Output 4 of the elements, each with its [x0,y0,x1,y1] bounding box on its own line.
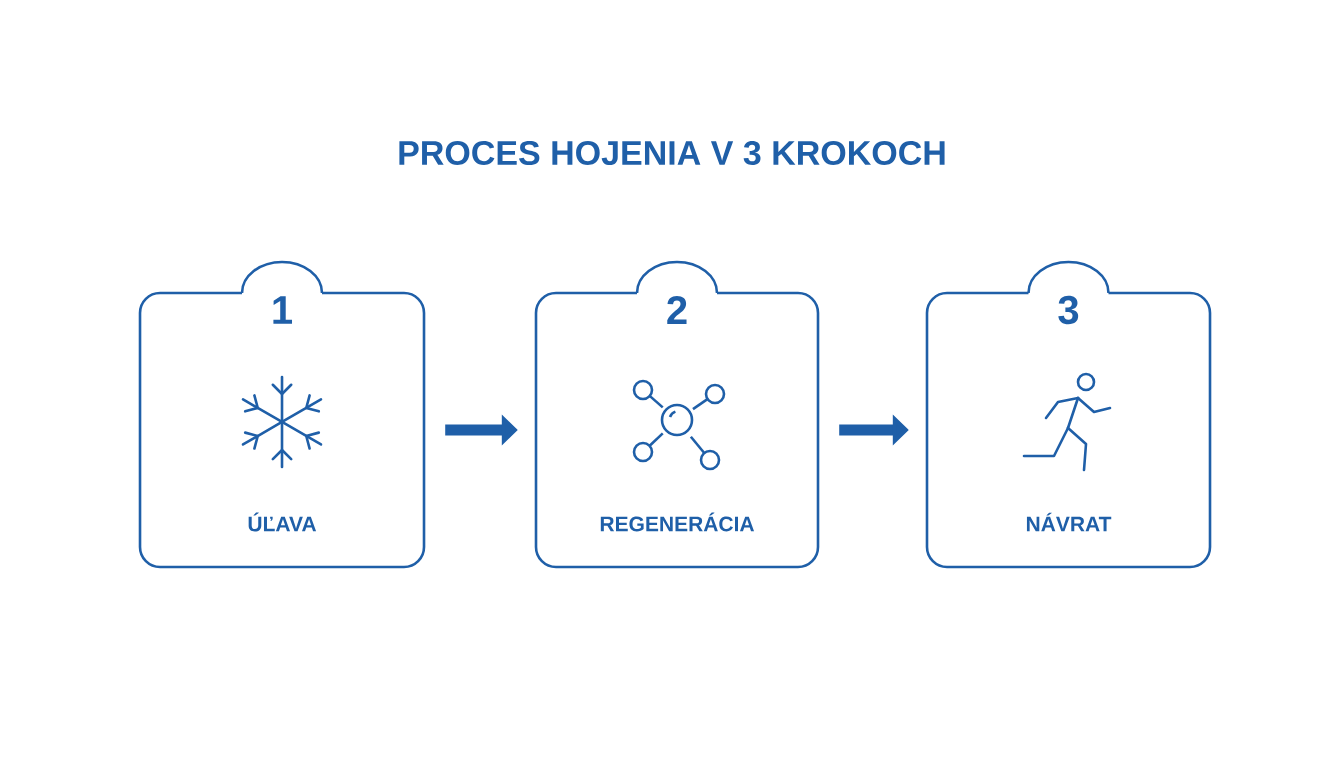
title: PROCES HOJENIA V 3 KROKOCH [399,140,945,166]
step-card: 1 ÚĽAVA [138,260,426,569]
step-card: 3 NÁVRAT [925,260,1212,569]
step-card: 2 REGENERÁCIA [534,260,820,569]
